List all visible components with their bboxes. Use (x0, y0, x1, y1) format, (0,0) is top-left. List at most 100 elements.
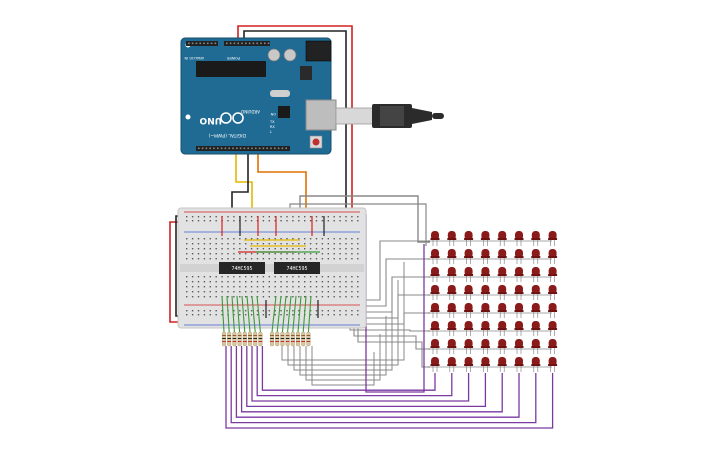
breadboard-hole (327, 291, 329, 293)
resistor-lead (241, 295, 246, 333)
breadboard-hole (345, 314, 347, 316)
led (464, 357, 473, 366)
led-base (430, 328, 440, 330)
resistor-lead (281, 295, 287, 333)
breadboard-hole (268, 216, 270, 218)
column-wire (235, 346, 520, 418)
breadboard-hole (286, 291, 288, 293)
breadboard-hole (250, 243, 253, 245)
header-pin (201, 147, 204, 150)
resistor-band (253, 341, 257, 342)
breadboard-hole (221, 248, 223, 250)
breadboard-hole (203, 243, 206, 245)
breadboard-hole (315, 248, 318, 250)
led (498, 249, 507, 258)
microcontroller-chip (196, 61, 266, 77)
breadboard-hole (203, 258, 206, 260)
breadboard-hole (280, 310, 282, 312)
led-base (548, 256, 558, 258)
led-base (531, 274, 541, 276)
breadboard-hole (315, 291, 318, 293)
shift-register-chip-1: 74HC595 (219, 262, 265, 274)
led-base (548, 364, 558, 366)
header-pins (188, 42, 287, 150)
breadboard-hole (221, 253, 223, 255)
breadboard-hole (345, 291, 347, 293)
breadboard-hole (333, 281, 335, 283)
breadboard-hole (250, 286, 253, 288)
breadboard-hole (357, 248, 359, 250)
led (531, 303, 540, 312)
led (481, 321, 490, 330)
breadboard-hole (209, 243, 211, 245)
breadboard-hole (292, 253, 294, 255)
resistor-band (222, 335, 226, 336)
led-base (430, 310, 440, 312)
header-pin (267, 42, 270, 45)
breadboard-hole (221, 314, 223, 316)
breadboard-hole (309, 216, 312, 218)
header-pin (209, 147, 211, 150)
breadboard-hole (298, 276, 300, 278)
reset-button-cap[interactable] (312, 138, 320, 146)
led (431, 321, 439, 330)
breadboard-hole (345, 258, 347, 260)
led-base (514, 238, 524, 240)
resistor-band (275, 341, 279, 342)
breadboard-hole (250, 276, 253, 278)
led-base (497, 364, 507, 366)
breadboard-hole (256, 258, 259, 260)
resistor-band (280, 338, 285, 339)
breadboard-hole (191, 291, 194, 293)
resistor-band (275, 335, 279, 336)
led (531, 267, 540, 276)
resistor-band (296, 335, 300, 336)
breadboard-hole (327, 276, 329, 278)
breadboard-hole (304, 291, 306, 293)
breadboard-hole (274, 243, 276, 245)
header-pin (285, 147, 287, 150)
breadboard-hole (280, 276, 282, 278)
row-wire (281, 262, 405, 361)
led (481, 357, 490, 366)
led-base (548, 238, 558, 240)
clock-wire (257, 150, 307, 214)
breadboard-hole (357, 286, 359, 288)
breadboard-hole (197, 314, 200, 316)
breadboard-hole (339, 310, 341, 312)
breadboard-hole (250, 258, 253, 260)
breadboard-hole (315, 281, 318, 283)
breadboard-hole (327, 296, 329, 298)
breadboard-hole (339, 286, 341, 288)
breadboard-hole (209, 286, 211, 288)
breadboard-hole (262, 310, 265, 312)
led-base (548, 310, 558, 312)
breadboard-hole (227, 286, 229, 288)
breadboard-hole (256, 286, 259, 288)
header-pin (236, 147, 238, 150)
led (498, 267, 507, 276)
breadboard-hole (215, 248, 217, 250)
led-base (464, 292, 474, 294)
resistor-lead (236, 295, 241, 333)
led (447, 357, 456, 366)
led (515, 231, 523, 240)
breadboard-hole (262, 296, 265, 298)
breadboard-hole (333, 216, 335, 218)
led-base (531, 292, 541, 294)
breadboard-hole (292, 258, 294, 260)
breadboard-hole (250, 248, 253, 250)
resistor-band (237, 335, 242, 336)
resistor-band (285, 335, 290, 336)
breadboard-hole (286, 276, 288, 278)
breadboard-hole (186, 314, 188, 316)
breadboard-hole (191, 216, 194, 218)
breadboard-hole (292, 216, 294, 218)
breadboard-hole (227, 216, 229, 218)
resistor-band (296, 338, 300, 339)
led (548, 303, 557, 312)
breadboard-hole (221, 238, 223, 240)
header-pin (248, 42, 251, 45)
resistor-band (232, 335, 237, 336)
